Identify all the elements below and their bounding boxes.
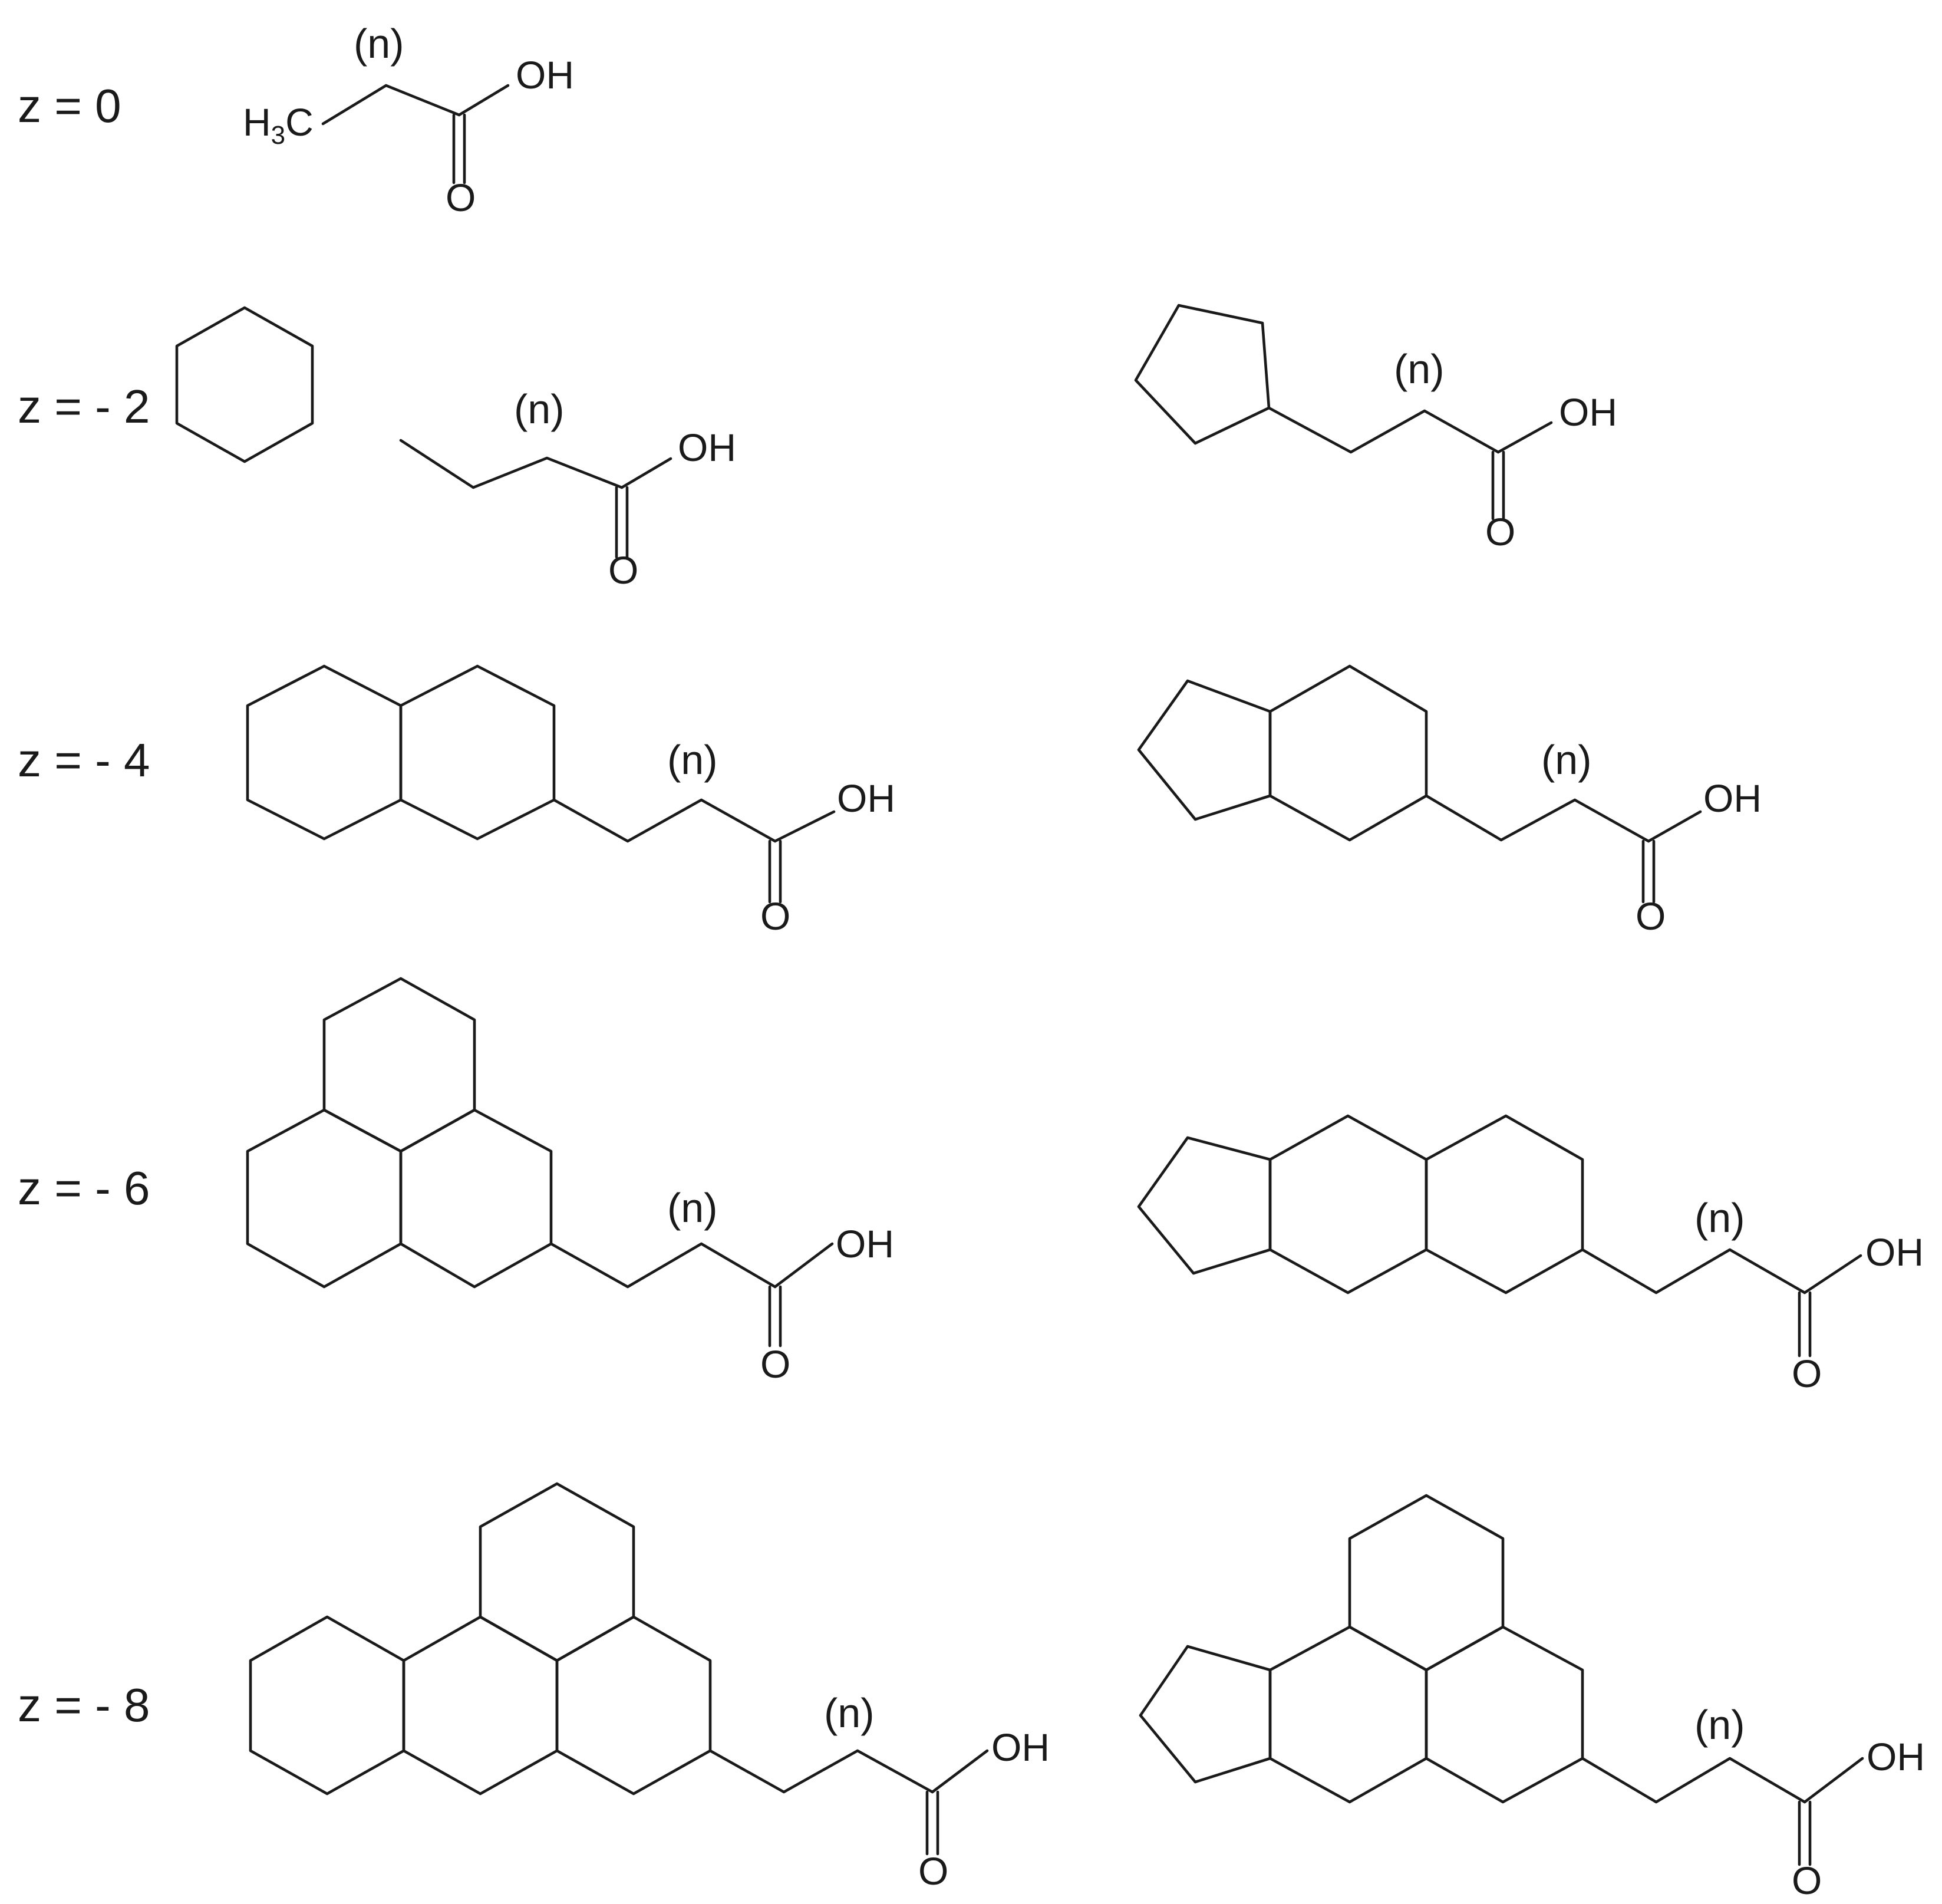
carboxyl-group — [1798, 1254, 1862, 1358]
fused-six-membered-rings — [249, 1482, 712, 1796]
z-label-minus-6: z = - 6 — [18, 1162, 150, 1214]
carbon-chain — [321, 84, 461, 126]
repeat-unit-n: (n) — [667, 1185, 718, 1231]
methyl-group-label: H3C — [243, 100, 314, 150]
cyclohexane-ring — [175, 306, 314, 463]
repeat-unit-n: (n) — [1694, 1702, 1745, 1748]
carbonyl-oxygen-label: O — [760, 1342, 790, 1386]
structure-z4-hexyl-pentyl-acid: (n) OH O — [1137, 664, 1762, 938]
hydroxyl-label: OH — [1865, 1230, 1924, 1274]
hydroxyl-label: OH — [1867, 1735, 1925, 1778]
structure-z2-cyclohexyl-acid: (n) OH O — [175, 306, 736, 592]
fused-five-and-six-membered-rings — [1137, 664, 1428, 842]
carbonyl-oxygen-label: O — [1485, 510, 1515, 554]
alkyl-chain — [552, 798, 777, 843]
structure-z6-tricyclic-acid: (n) OH O — [246, 977, 894, 1386]
repeat-unit-n: (n) — [1541, 737, 1592, 783]
repeat-unit-n: (n) — [1394, 346, 1445, 392]
z-label-minus-8: z = - 8 — [18, 1679, 150, 1731]
repeat-unit-n: (n) — [824, 1690, 875, 1736]
carboxyl-group — [768, 1242, 834, 1348]
structure-z6-linear-tricyclic-acid: (n) OH O — [1137, 1114, 1924, 1395]
alkyl-chain — [1267, 406, 1500, 454]
carboxyl-group — [1641, 810, 1702, 904]
alkyl-chain — [1581, 1248, 1806, 1294]
repeat-unit-n: (n) — [514, 386, 565, 432]
structure-z4-bicyclohexyl-acid: (n) OH O — [246, 664, 895, 938]
z-label-minus-2: z = - 2 — [18, 380, 150, 433]
fused-six-membered-rings — [246, 664, 556, 841]
alkyl-chain — [549, 1242, 777, 1289]
carboxyl-group — [768, 810, 836, 904]
hydroxyl-label: OH — [837, 776, 895, 820]
carbonyl-oxygen-label: O — [1636, 894, 1666, 938]
structure-z8-tetracyclic-acid: (n) OH O — [249, 1482, 1050, 1893]
hydroxyl-label: OH — [836, 1222, 894, 1266]
carbonyl-oxygen-label: O — [1792, 1859, 1822, 1902]
alkyl-chain — [1581, 1757, 1806, 1804]
structure-z0-aliphatic-acid: (n) OH O H3C — [243, 21, 574, 219]
carboxyl-group — [925, 1749, 989, 1856]
structure-z8-pentyl-tetracyclic-acid: (n) OH O — [1139, 1494, 1925, 1902]
fused-six-membered-rings — [246, 977, 553, 1289]
carbonyl-oxygen-label: O — [918, 1849, 948, 1893]
repeat-unit-n: (n) — [1694, 1195, 1745, 1241]
carboxyl-group — [615, 457, 672, 559]
repeat-unit-n: (n) — [667, 737, 718, 783]
fused-five-and-six-membered-rings — [1139, 1494, 1584, 1804]
z-label-0: z = 0 — [18, 80, 121, 132]
hydroxyl-label: OH — [516, 53, 574, 97]
alkyl-chain — [1425, 794, 1650, 843]
z-label-minus-4: z = - 4 — [18, 734, 150, 786]
fused-five-and-six-membered-rings — [1137, 1114, 1584, 1294]
repeat-unit-n: (n) — [354, 21, 404, 67]
hydroxyl-label: OH — [1703, 776, 1762, 820]
hydroxyl-label: OH — [678, 426, 736, 469]
carbonyl-oxygen-label: O — [446, 176, 476, 219]
hydroxyl-label: OH — [991, 1725, 1050, 1769]
carbonyl-oxygen-label: O — [608, 548, 638, 592]
alkyl-chain — [399, 439, 624, 489]
carboxyl-group — [1491, 421, 1553, 521]
z-labels: z = 0 z = - 2 z = - 4 z = - 6 z = - 8 — [18, 80, 150, 1731]
carbonyl-oxygen-label: O — [760, 894, 790, 938]
alkyl-chain — [708, 1749, 934, 1794]
carbonyl-oxygen-label: O — [1792, 1352, 1822, 1395]
carboxyl-group — [452, 84, 510, 185]
cyclopentane-ring — [1134, 304, 1271, 445]
carboxyl-group — [1798, 1757, 1864, 1866]
hydroxyl-label: OH — [1559, 390, 1617, 434]
structure-z2-cyclopentyl-acid: (n) OH O — [1134, 304, 1617, 554]
